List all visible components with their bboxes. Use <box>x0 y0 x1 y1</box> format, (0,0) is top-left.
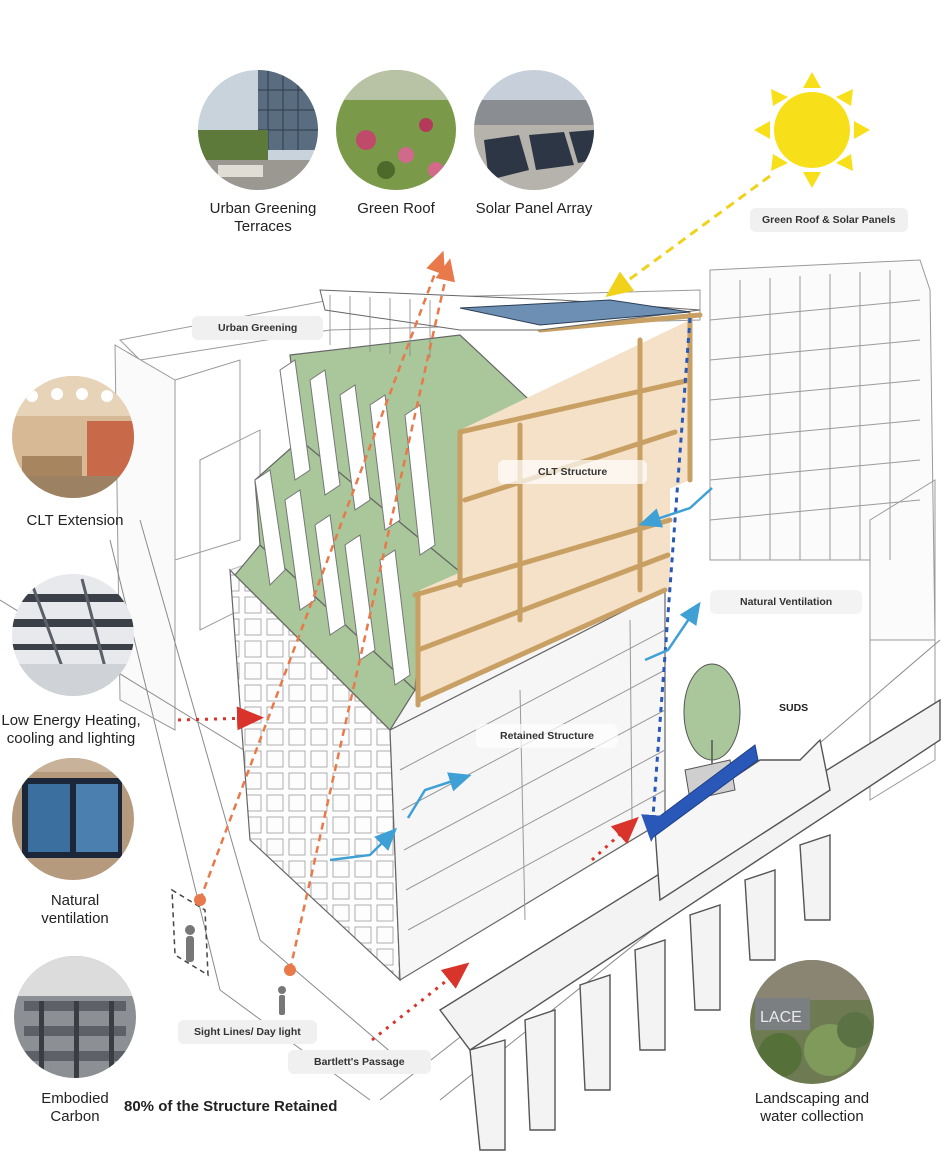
viaduct <box>438 698 941 1151</box>
sun-arrow <box>605 174 771 298</box>
clt-extension <box>319 289 703 708</box>
people <box>185 925 286 1015</box>
sight-line-arrow-1 <box>198 250 445 901</box>
photo-landscaping: LACE <box>750 960 874 1084</box>
label-green-roof-solar: Green Roof & Solar Panels <box>750 208 908 232</box>
caption-solar-panel-array: Solar Panel Array <box>475 200 593 217</box>
caption-low-energy: Low Energy Heating,cooling and lighting <box>1 712 141 747</box>
label-urban-greening: Urban Greening <box>192 316 324 340</box>
photo-clt-extension <box>12 376 134 498</box>
suds-tree <box>647 663 759 839</box>
sun-icon <box>754 72 870 188</box>
structure-retained-caption: 80% of the Structure Retained <box>124 1098 338 1115</box>
label-sight-lines: Sight Lines/ Day light <box>178 1020 317 1044</box>
photo-embodied-carbon <box>14 956 136 1078</box>
person-frame <box>171 888 209 977</box>
passage-arrow <box>371 962 470 1042</box>
photo-urban-greening-terraces <box>198 70 318 190</box>
photo-low-energy <box>12 574 134 696</box>
svg-text:LACE: LACE <box>760 1009 802 1026</box>
photo-natural-ventilation <box>12 758 134 880</box>
label-clt-structure: CLT Structure <box>498 460 648 484</box>
caption-green-roof: Green Roof <box>357 200 435 217</box>
label-natural-ventilation: Natural Ventilation <box>710 590 863 614</box>
photo-solar-panel-array <box>474 70 594 190</box>
photo-green-roof <box>336 70 456 190</box>
label-suds: SUDS <box>779 702 809 714</box>
label-retained-structure: Retained Structure <box>476 724 618 748</box>
heating-arrow <box>177 706 264 731</box>
ventilation-arrows <box>329 487 713 862</box>
caption-clt-extension: CLT Extension <box>26 512 124 529</box>
label-bartletts-passage: Bartlett's Passage <box>288 1050 431 1074</box>
